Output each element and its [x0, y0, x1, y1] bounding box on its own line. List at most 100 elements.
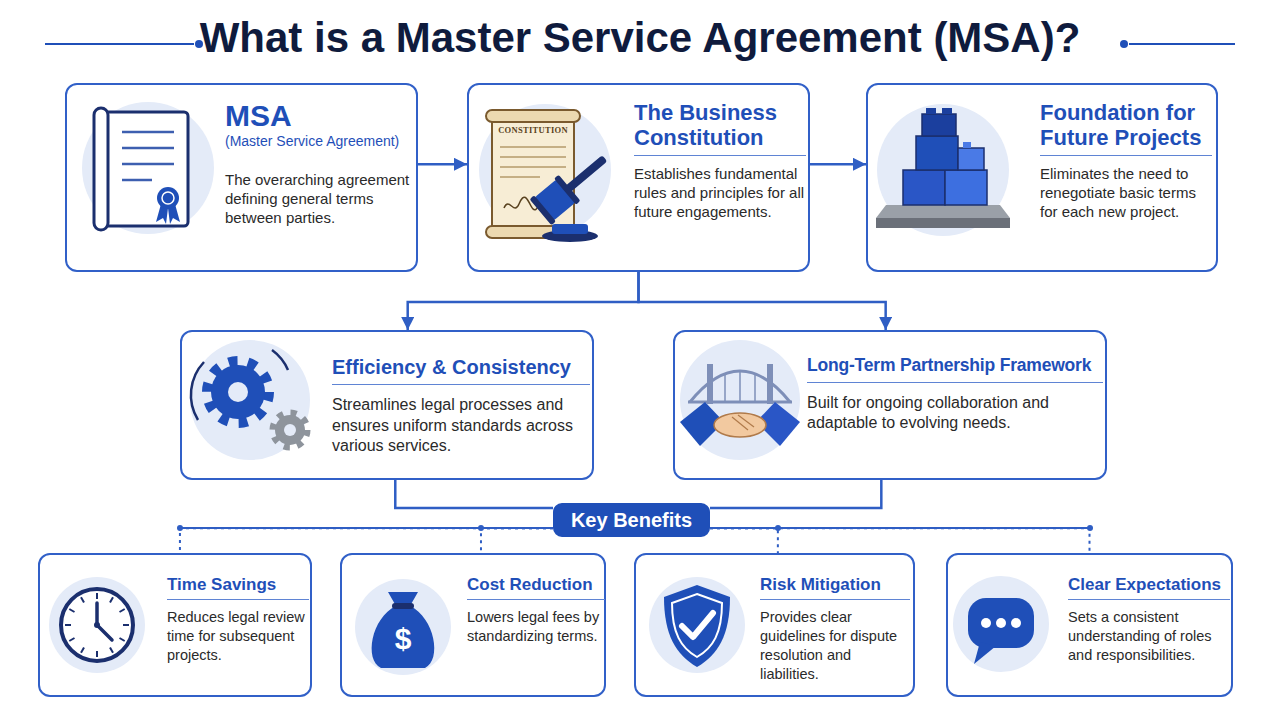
- money-bag-icon: [355, 579, 451, 675]
- flow-arrow: [408, 272, 639, 330]
- blocks-icon: [942, 108, 952, 114]
- blocks-icon: [926, 108, 936, 114]
- box-description: Establishes fundamental rules and princi…: [634, 164, 806, 221]
- dashed-connector: [710, 528, 778, 553]
- handshake-icon: [714, 413, 766, 437]
- handshake-icon: [690, 371, 790, 402]
- document-icon: [82, 102, 214, 234]
- shield-icon: [664, 585, 730, 667]
- shield-icon: [649, 577, 745, 673]
- currency-symbol: $: [388, 624, 418, 654]
- box-description: The overarching agreement defining gener…: [225, 170, 415, 227]
- clock-icon: [123, 624, 129, 626]
- clock-icon: [65, 624, 71, 626]
- handshake-icon: [767, 364, 773, 404]
- scroll-gavel-icon: [500, 166, 566, 168]
- text-column: Clear ExpectationsSets a consistent unde…: [1068, 575, 1230, 665]
- scroll-gavel-icon: [530, 195, 556, 225]
- money-bag-icon: [392, 603, 414, 609]
- title-rule: [45, 43, 194, 45]
- benefits-pill: Key Benefits: [553, 503, 710, 537]
- blocks-icon: [903, 170, 945, 205]
- clock-icon: [69, 638, 74, 641]
- shield-icon: [649, 577, 745, 673]
- box-heading: Cost Reduction: [467, 575, 605, 600]
- arrowhead: [180, 164, 1090, 553]
- scroll-gavel-icon: [530, 145, 616, 225]
- gears-icon: [272, 350, 288, 370]
- clock-icon: [94, 622, 100, 628]
- text-column: Efficiency & ConsistencyStreamlines lega…: [332, 356, 590, 456]
- speech-bubble-icon: [968, 598, 1034, 648]
- flow-arrow: [418, 163, 467, 166]
- gears-icon: [191, 362, 204, 420]
- money-bag-icon: [355, 579, 451, 675]
- clock-icon: [69, 609, 74, 612]
- shield-icon: [682, 613, 713, 637]
- document-icon: [94, 108, 108, 230]
- clock-icon: [81, 597, 84, 602]
- document-icon: [162, 192, 174, 204]
- blocks-icon: [876, 218, 1010, 228]
- scroll-gavel-icon: [486, 110, 580, 122]
- gears-icon: [275, 415, 305, 445]
- clock-icon: [110, 597, 113, 602]
- blocks-icon: [876, 205, 1010, 218]
- flow-arrow: [710, 480, 881, 508]
- scroll-gavel-icon: [479, 104, 616, 242]
- gears-icon: [273, 413, 307, 447]
- clock-icon: [110, 648, 113, 653]
- gears-icon: [190, 340, 310, 460]
- box-description: Streamlines legal processes and ensures …: [332, 395, 590, 456]
- clock-icon: [65, 593, 129, 657]
- document-icon: [82, 102, 214, 234]
- document-icon: [122, 131, 174, 134]
- box-description: Sets a consistent understanding of roles…: [1068, 608, 1230, 665]
- document-icon: [122, 179, 152, 182]
- box-description: Eliminates the need to renegotiate basic…: [1040, 164, 1212, 221]
- speech-bubble-icon: [996, 618, 1006, 628]
- scroll-gavel-icon: [554, 175, 580, 205]
- handshake-icon: [680, 340, 800, 460]
- clock-icon: [96, 651, 98, 657]
- flow-arrow: [639, 272, 886, 330]
- blocks-icon: [963, 142, 971, 148]
- text-column: Foundation for Future ProjectsEliminates…: [1040, 101, 1212, 221]
- gears-icon: [284, 424, 296, 436]
- scroll-gavel-icon: [479, 104, 611, 236]
- box-heading: Risk Mitigation: [760, 575, 910, 600]
- text-column: MSA(Master Service Agreement)The overarc…: [225, 99, 415, 227]
- clock-icon: [96, 593, 98, 599]
- diagram-title: What is a Master Service Agreement (MSA)…: [0, 13, 1280, 63]
- handshake-icon: [754, 374, 756, 402]
- document-icon: [122, 147, 174, 150]
- box-heading: Long-Term Partnership Framework: [807, 356, 1103, 383]
- blocks-icon: [876, 104, 1010, 236]
- title-rule: [1129, 43, 1235, 45]
- clock-icon: [95, 603, 99, 625]
- box-subheading: (Master Service Agreement): [225, 132, 415, 150]
- flow-arrow: [395, 480, 553, 508]
- text-column: Cost ReductionLowers legal fees by stand…: [467, 575, 605, 646]
- dashed-connector: [180, 528, 553, 553]
- flow-arrow: [810, 163, 866, 166]
- scroll-title: CONSTITUTION: [493, 125, 573, 135]
- clock-icon: [81, 648, 84, 653]
- blocks-icon: [916, 136, 958, 170]
- shield-icon: [672, 594, 722, 657]
- handshake-icon: [707, 364, 713, 404]
- box-heading: Time Savings: [167, 575, 309, 600]
- speech-bubble-icon: [953, 576, 1049, 672]
- scroll-gavel-icon: [500, 176, 540, 178]
- document-icon: [122, 163, 174, 166]
- box-description: Built for ongoing collaboration and adap…: [807, 393, 1103, 434]
- scroll-gavel-icon: [500, 146, 566, 148]
- gears-icon: [228, 382, 248, 402]
- title-rule: [1120, 40, 1128, 48]
- dashed-connector: [481, 528, 553, 553]
- speech-bubble-icon: [1011, 618, 1021, 628]
- text-column: The Business ConstitutionEstablishes fun…: [634, 101, 806, 221]
- gears-icon: [190, 340, 310, 460]
- scroll-gavel-icon: [552, 224, 588, 234]
